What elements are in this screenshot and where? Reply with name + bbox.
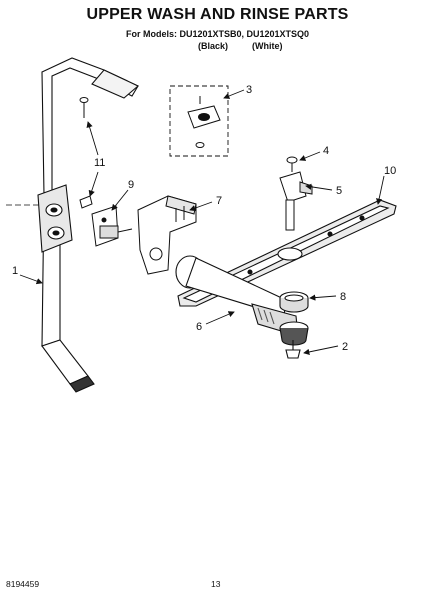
bracket-part-9: [91, 205, 133, 247]
page-title: UPPER WASH AND RINSE PARTS: [86, 6, 349, 23]
clip-assembly-part-3: [169, 85, 229, 157]
supply-tube-part: [37, 57, 140, 393]
leader-lines: [19, 89, 385, 355]
document-part-number: 8194459: [6, 579, 40, 589]
models-line: For Models: DU1201XTSB0, DU1201XTSQ0: [125, 29, 310, 39]
callout-9: 9: [128, 179, 134, 191]
callout-10: 10: [384, 165, 396, 177]
callout-3: 3: [246, 84, 252, 96]
screw-part-4: [286, 156, 298, 172]
callout-7: 7: [216, 195, 222, 207]
mount-bracket-part-7: [137, 195, 197, 275]
color-black-label: (Black): [198, 41, 229, 51]
hub-part-5: [279, 171, 313, 231]
callout-6: 6: [196, 321, 202, 333]
callout-8: 8: [340, 291, 346, 303]
color-white-label: (White): [252, 41, 283, 51]
callout-2: 2: [342, 341, 348, 353]
seal-ring-part-8: [279, 291, 309, 313]
screw-part-11: [79, 97, 93, 209]
callout-11: 11: [94, 157, 105, 169]
page-number: 13: [211, 579, 221, 589]
callout-4: 4: [323, 145, 329, 157]
callout-5: 5: [336, 185, 342, 197]
callout-1: 1: [12, 265, 18, 277]
bearing-part-2: [279, 321, 309, 359]
